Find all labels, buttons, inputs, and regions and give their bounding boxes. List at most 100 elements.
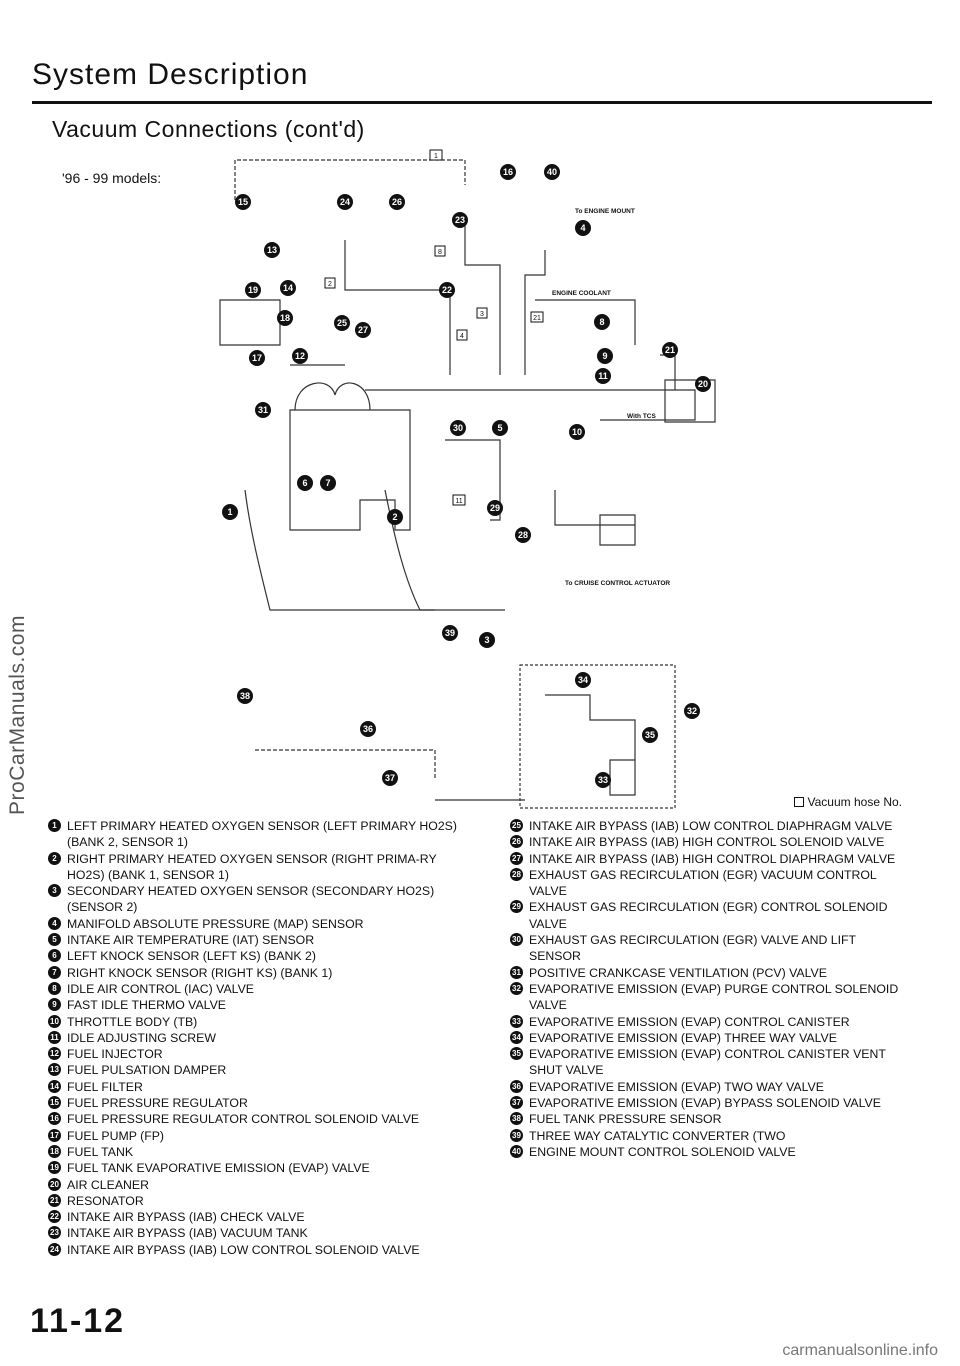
component-label: FUEL PRESSURE REGULATOR — [67, 1096, 248, 1111]
callout-number-icon: 8 — [48, 981, 61, 995]
callout-8: 8 — [594, 314, 610, 330]
callout-number-icon: 24 — [48, 1242, 61, 1256]
evap-canister — [609, 759, 636, 796]
callout-number-icon: 21 — [48, 1193, 61, 1207]
fuel-tank — [219, 299, 281, 346]
callout-number-icon: 20 — [48, 1177, 61, 1191]
hose-box-4 — [456, 329, 468, 341]
callout-4: 4 — [575, 220, 591, 236]
svg-text:37: 37 — [385, 773, 395, 783]
callout-37: 37 — [382, 770, 398, 786]
top-hose — [234, 159, 466, 200]
svg-text:20: 20 — [698, 379, 708, 389]
component-label: EVAPORATIVE EMISSION (EVAP) THREE WAY VA… — [529, 1030, 837, 1045]
component-item: 22 INTAKE AIR BYPASS (IAB) CHECK VALVE — [48, 1209, 458, 1225]
egr-hose — [464, 215, 501, 375]
callout-number-icon: 16 — [48, 1112, 61, 1126]
svg-text:22: 22 — [442, 285, 452, 295]
component-label: INTAKE AIR BYPASS (IAB) CHECK VALVE — [67, 1210, 305, 1225]
callout-number-icon: 27 — [510, 851, 523, 865]
svg-text:36: 36 — [363, 724, 373, 734]
component-label: INTAKE AIR BYPASS (IAB) VACUUM TANK — [67, 1226, 308, 1241]
svg-text:8: 8 — [599, 317, 604, 327]
callout-36: 36 — [360, 721, 376, 737]
left-exhaust — [244, 489, 435, 611]
hose-box-2 — [324, 277, 336, 289]
callout-number-icon: 5 — [48, 933, 61, 947]
callout-11: 11 — [595, 368, 611, 384]
hose-label-2: 2 — [328, 281, 332, 288]
watermark: ProCarManuals.com — [6, 565, 30, 865]
component-label: MANIFOLD ABSOLUTE PRESSURE (MAP) SENSOR — [67, 916, 364, 931]
callout-number-icon: 18 — [48, 1144, 61, 1158]
callout-13: 13 — [264, 242, 280, 258]
component-label: FUEL PUMP (FP) — [67, 1128, 165, 1143]
callout-number-icon: 13 — [48, 1063, 61, 1077]
callout-number-icon: 29 — [510, 900, 523, 914]
svg-text:3: 3 — [484, 635, 489, 645]
svg-text:21: 21 — [665, 345, 675, 355]
egr-line — [445, 439, 501, 521]
callout-number-icon: 32 — [510, 981, 523, 995]
callout-number-icon: 10 — [48, 1014, 61, 1028]
component-label: ENGINE MOUNT CONTROL SOLENOID VALVE — [529, 1144, 796, 1159]
component-label: INTAKE AIR TEMPERATURE (IAT) SENSOR — [67, 933, 315, 948]
coolant-line — [535, 299, 636, 345]
callout-14: 14 — [280, 280, 296, 296]
callout-24: 24 — [337, 194, 353, 210]
callout-39: 39 — [442, 625, 458, 641]
intake-duct — [365, 389, 696, 421]
callout-33: 33 — [595, 772, 611, 788]
svg-text:25: 25 — [337, 318, 347, 328]
svg-text:40: 40 — [547, 167, 557, 177]
vacuum-diagram: 15 24 26 16 40 23 4 13 19 14 22 18 25 27… — [219, 149, 716, 809]
resonator — [660, 354, 676, 390]
callout-18: 18 — [277, 310, 293, 326]
callout-34: 34 — [575, 672, 591, 688]
svg-text:2: 2 — [392, 512, 397, 522]
models-label: '96 - 99 models: — [62, 170, 162, 186]
hose-box-1 — [429, 149, 443, 161]
callout-27: 27 — [355, 322, 371, 338]
page-number: 11-12 — [30, 1302, 126, 1340]
page-title: System Description — [32, 58, 309, 91]
svg-text:4: 4 — [580, 223, 585, 233]
hose-label-8: 8 — [438, 249, 442, 256]
component-label: INTAKE AIR BYPASS (IAB) HIGH CONTROL SOL… — [529, 835, 885, 850]
component-label: LEFT KNOCK SENSOR (LEFT KS) (BANK 2) — [67, 949, 316, 964]
svg-text:12: 12 — [295, 351, 305, 361]
svg-text:39: 39 — [445, 628, 455, 638]
callout-number-icon: 22 — [48, 1210, 61, 1224]
svg-text:31: 31 — [258, 405, 268, 415]
callout-number-icon: 26 — [510, 835, 523, 849]
svg-text:1: 1 — [227, 507, 232, 517]
hose-box-8 — [434, 245, 446, 257]
callout-number-icon: 17 — [48, 1128, 61, 1142]
label-cruise: To CRUISE CONTROL ACTUATOR — [565, 580, 670, 587]
svg-text:13: 13 — [267, 245, 277, 255]
svg-text:18: 18 — [280, 313, 290, 323]
component-item: 17 FUEL PUMP (FP) — [48, 1128, 458, 1144]
callout-number-icon: 15 — [48, 1096, 61, 1110]
hose-box-21 — [530, 311, 544, 323]
component-label: EXHAUST GAS RECIRCULATION (EGR) VALVE an… — [529, 933, 856, 964]
hose-label-3: 3 — [480, 311, 484, 318]
callout-17: 17 — [249, 350, 265, 366]
cruise-line — [554, 490, 635, 526]
component-label: THREE WAY CATALYTIC CONVERTER (TWO — [529, 1128, 786, 1143]
hose-label-11: 11 — [455, 498, 462, 505]
svg-text:32: 32 — [687, 706, 697, 716]
